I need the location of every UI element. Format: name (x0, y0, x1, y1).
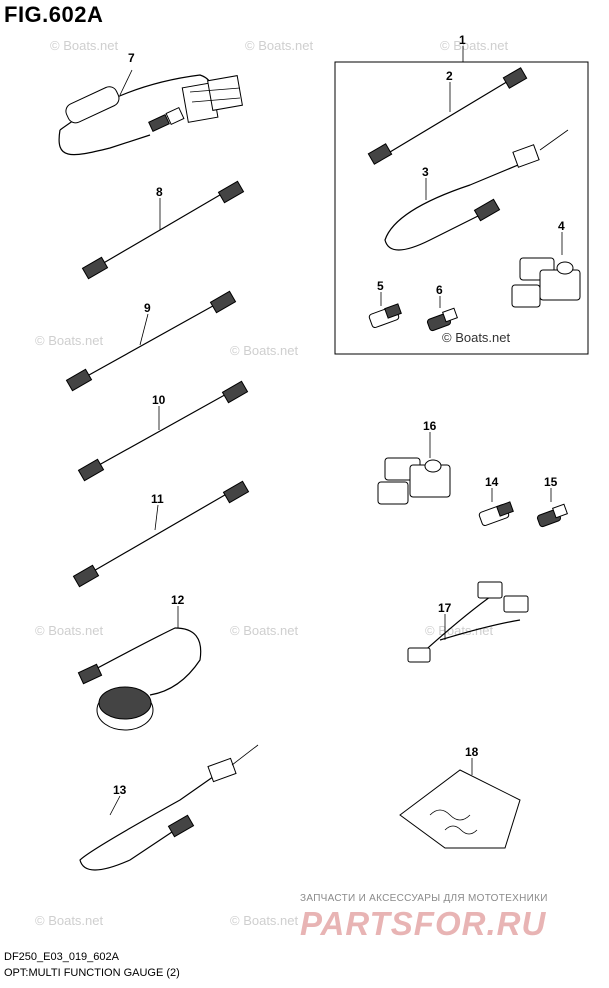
watermark: © Boats.net (230, 623, 299, 638)
part-10-drop-cable (77, 380, 249, 482)
watermark: © Boats.net (230, 913, 299, 928)
watermark: © Boats.net (230, 343, 299, 358)
callout-6: 6 (436, 283, 443, 297)
callout-9: 9 (144, 301, 151, 315)
callout-8: 8 (156, 185, 163, 199)
part-2-backbone-cable (367, 67, 528, 165)
watermark-layer: © Boats.net © Boats.net © Boats.net © Bo… (35, 38, 509, 928)
part-11-drop-cable (72, 480, 250, 588)
callout-2: 2 (446, 69, 453, 83)
callout-18: 18 (465, 745, 479, 759)
callout-1: 1 (459, 33, 466, 47)
callout-7: 7 (128, 51, 135, 65)
figure-caption: OPT:MULTI FUNCTION GAUGE (2) (4, 967, 180, 979)
part-7-sensor-cable (58, 69, 243, 156)
callout-14: 14 (485, 475, 499, 489)
part-17-wiring-harness (407, 581, 529, 663)
callout-15: 15 (544, 475, 558, 489)
part-14-terminator (478, 488, 514, 527)
watermark: © Boats.net (35, 623, 104, 638)
part-3-power-cable (384, 129, 569, 251)
callout-5: 5 (377, 279, 384, 293)
part-16-tee-connector (377, 432, 451, 505)
part-15-terminator (536, 488, 568, 528)
watermark: © Boats.net (35, 913, 104, 928)
part-18-parts-bag (399, 758, 521, 849)
callout-12: 12 (171, 593, 185, 607)
callout-16: 16 (423, 419, 437, 433)
watermark: © Boats.net (425, 623, 494, 638)
callout-13: 13 (113, 783, 127, 797)
watermark: © Boats.net (245, 38, 314, 53)
callout-17: 17 (438, 601, 452, 615)
watermark: © Boats.net (440, 38, 509, 53)
callout-11: 11 (151, 492, 164, 506)
part-4-tee-connector (511, 232, 581, 308)
callout-labels: 1 2 3 4 5 6 7 8 9 10 11 12 13 14 15 16 1… (113, 33, 565, 797)
part-9-drop-cable (65, 290, 237, 392)
part-6-terminator (426, 296, 458, 332)
figure-title: FIG.602A (4, 2, 104, 27)
figure-code: DF250_E03_019_602A (4, 951, 119, 963)
brand-watermark: PARTSFOR.RU (300, 905, 547, 942)
part-5-terminator (368, 292, 402, 329)
callout-10: 10 (152, 393, 166, 407)
watermark: © Boats.net (35, 333, 104, 348)
part-12-gps-antenna (77, 606, 202, 731)
callout-4: 4 (558, 219, 565, 233)
kit-box (334, 61, 589, 355)
brand-tagline: ЗАПЧАСТИ И АКСЕССУАРЫ ДЛЯ МОТОТЕХНИКИ (300, 893, 548, 904)
part-13-power-cable (79, 744, 259, 871)
watermark: © Boats.net (442, 330, 511, 345)
watermark: © Boats.net (50, 38, 119, 53)
part-8-drop-cable (81, 180, 245, 280)
callout-3: 3 (422, 165, 429, 179)
